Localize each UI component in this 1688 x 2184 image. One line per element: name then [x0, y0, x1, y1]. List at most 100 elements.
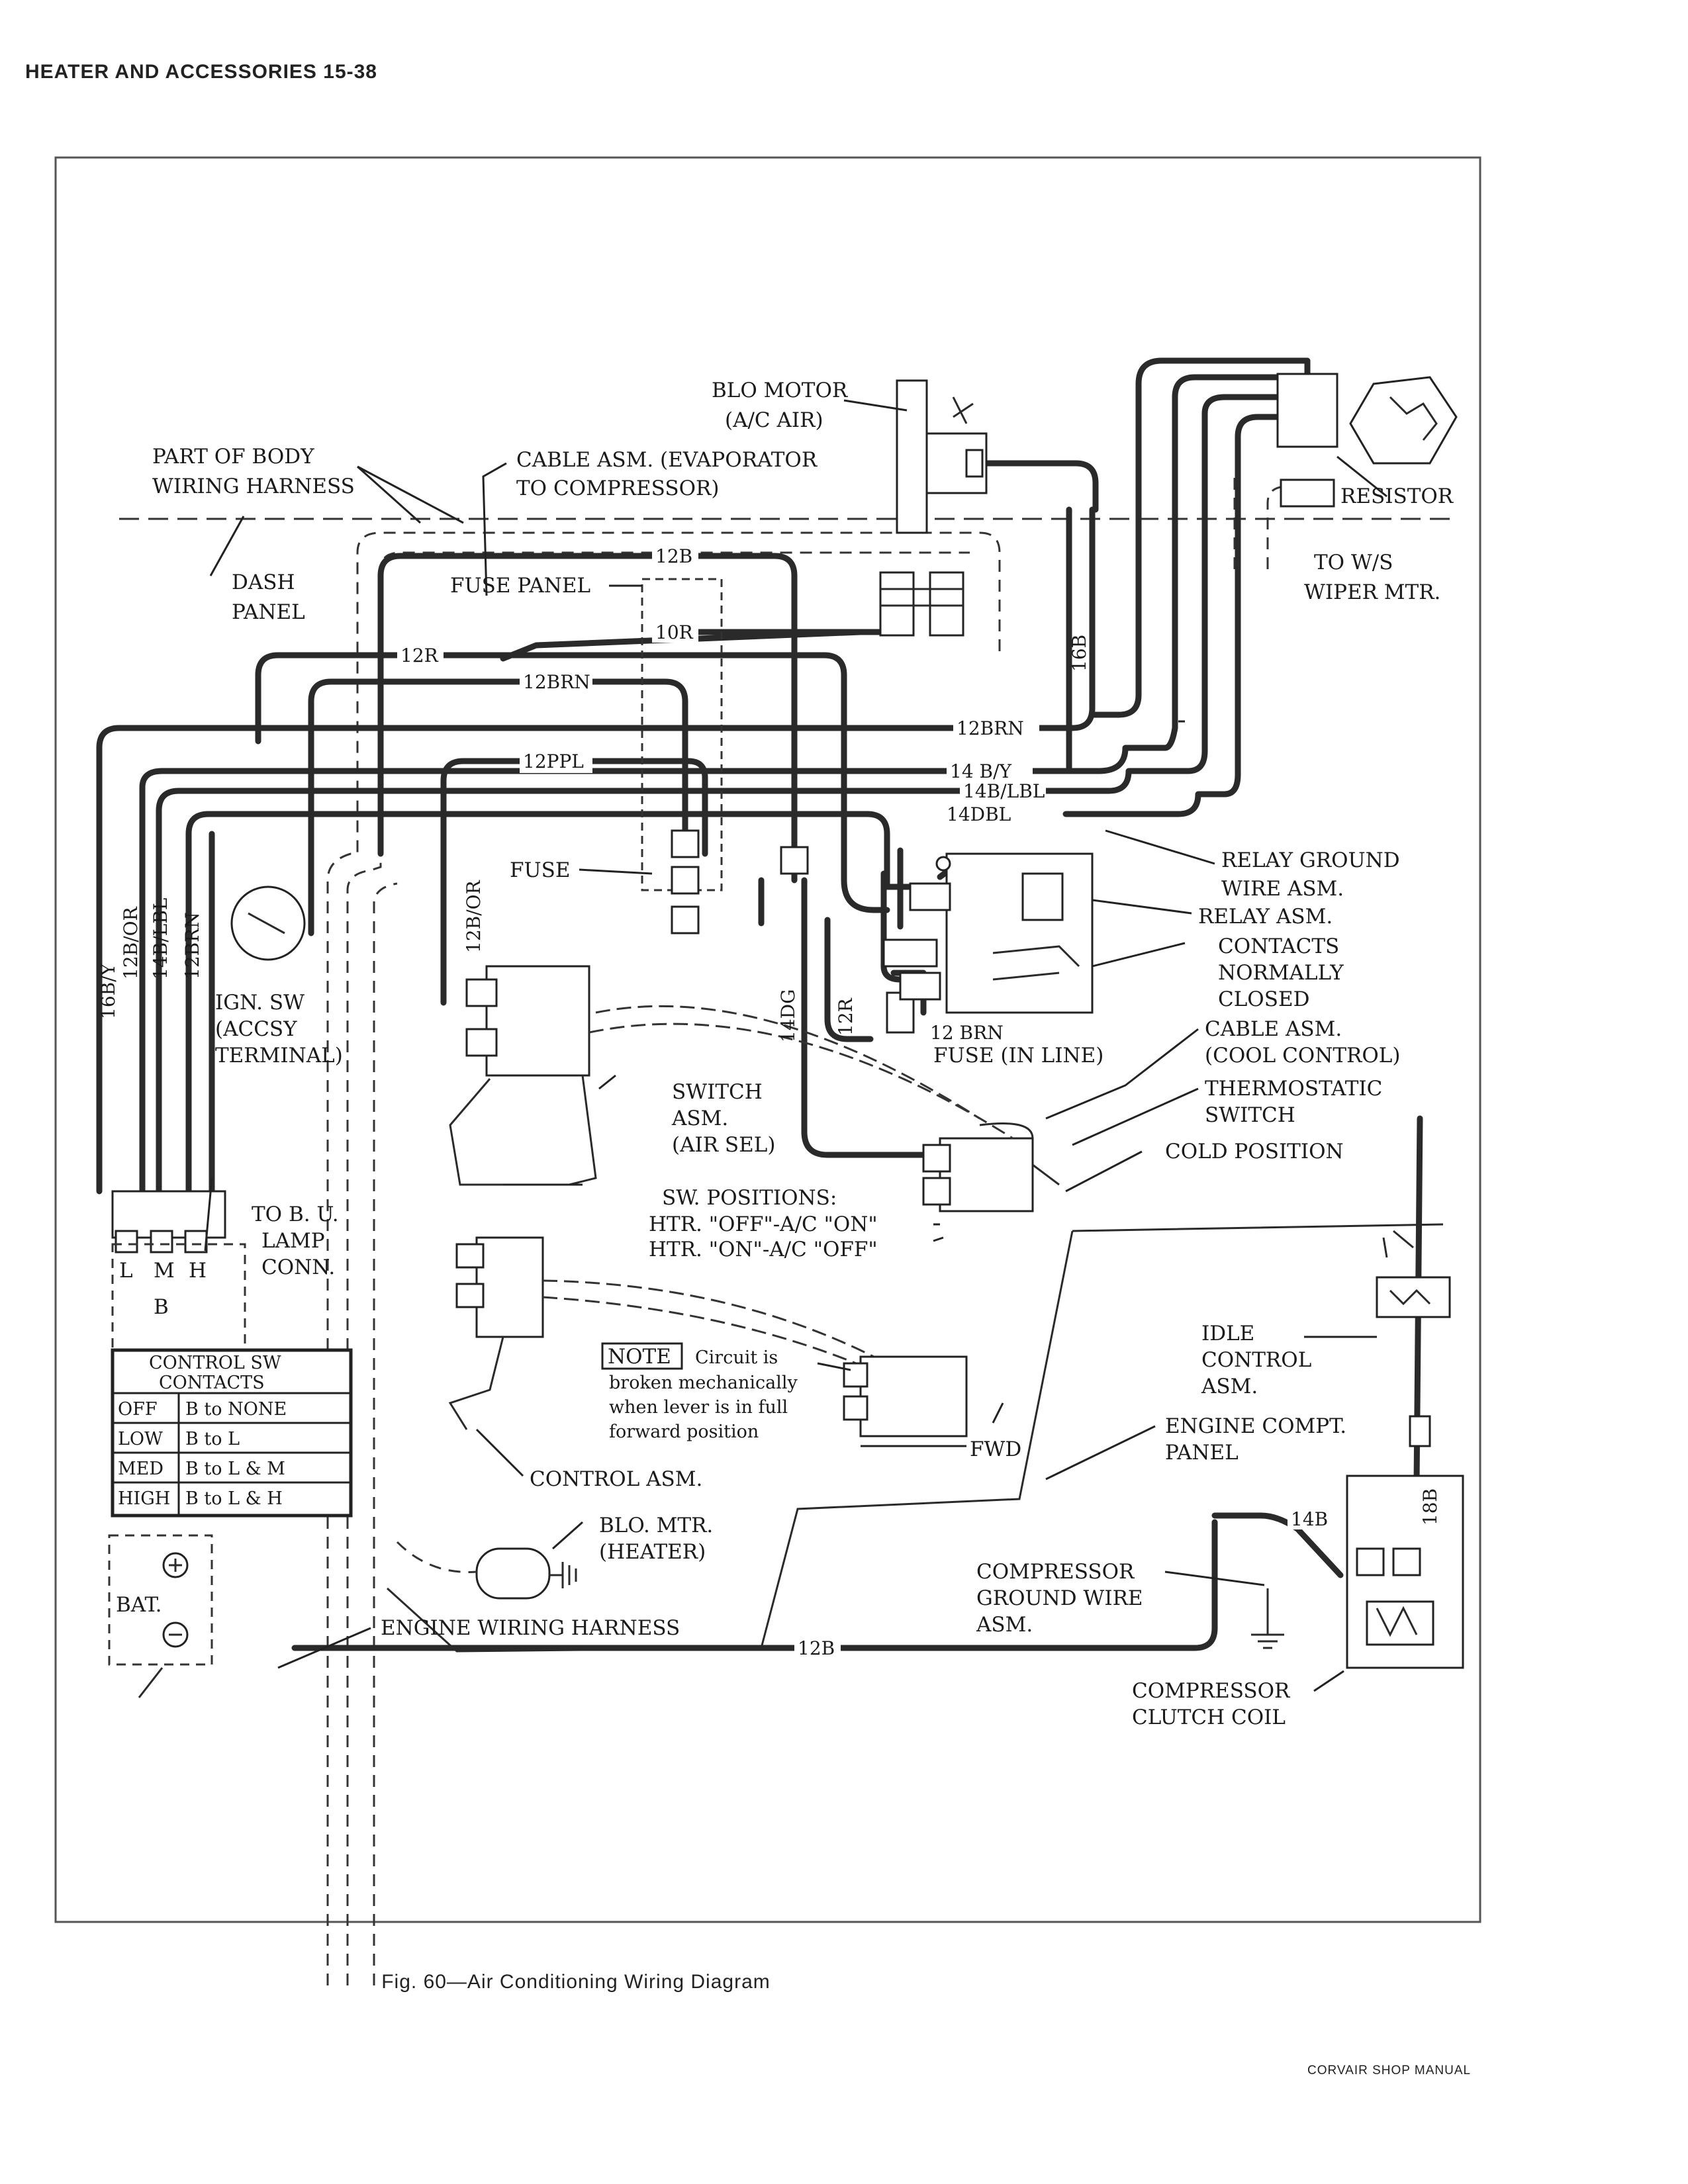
label-contacts-1: CONTACTS — [1218, 934, 1339, 958]
label-note: NOTE — [608, 1345, 671, 1369]
wire-12ppl: 12PPL — [523, 751, 584, 772]
label-switch-term-h: H — [189, 1259, 207, 1283]
thermostatic-switch — [588, 1005, 1060, 1212]
label-relay-ground-1: RELAY GROUND — [1221, 848, 1400, 872]
label-bat: BAT. — [116, 1593, 162, 1617]
wire-12brn-c: 12 BRN — [930, 1022, 1004, 1044]
label-resistor: RESISTOR — [1340, 484, 1454, 508]
label-cable-evap-2: TO COMPRESSOR) — [516, 477, 719, 500]
wire-14by: 14 B/Y — [950, 760, 1012, 782]
wire-14dg-v: 14DG — [777, 989, 799, 1042]
table-row-3-contacts: B to L & H — [185, 1488, 283, 1509]
control-asm-lower — [448, 1236, 888, 1430]
label-idle-control-1: IDLE — [1201, 1322, 1254, 1345]
relay-asm — [882, 852, 1094, 1014]
wire-14dbl: 14DBL — [947, 803, 1011, 825]
label-cable-cool-1: CABLE ASM. — [1205, 1017, 1342, 1041]
label-note-text-3: when lever is in full — [609, 1397, 788, 1418]
resistor — [1276, 373, 1458, 508]
table-row-2-mode: MED — [118, 1459, 164, 1479]
wire-14blbl-v: 14B/LBL — [150, 898, 171, 979]
label-fuse-in-line: FUSE (IN LINE) — [933, 1044, 1103, 1068]
label-body-harness-2: WIRING HARNESS — [152, 475, 355, 498]
control-sw-table: CONTROL SW CONTACTS OFF B to NONE LOW B … — [111, 1348, 353, 1518]
label-to-bu-3: CONN. — [261, 1255, 335, 1279]
label-switch-asm-1: SWITCH — [672, 1080, 763, 1104]
page-header: HEATER AND ACCESSORIES 15-38 — [25, 61, 377, 83]
engine-compartment-panel — [386, 1223, 1444, 1653]
label-switch-term-l: L — [119, 1259, 133, 1283]
wire-12r-v: 12R — [835, 997, 857, 1036]
label-blo-mtr-heater-2: (HEATER) — [599, 1540, 706, 1564]
label-compressor-ground-2: GROUND WIRE — [976, 1586, 1143, 1610]
label-note-text-1: Circuit is — [695, 1347, 778, 1368]
table-row-0-mode: OFF — [118, 1399, 158, 1420]
label-ign-sw-2: (ACCSY — [215, 1017, 297, 1041]
label-contacts-3: CLOSED — [1218, 987, 1309, 1011]
blo-motor-ac — [896, 379, 988, 534]
label-to-bu-2: LAMP — [261, 1229, 325, 1253]
table-row-1-contacts: B to L — [185, 1429, 240, 1449]
label-compressor-ground-1: COMPRESSOR — [976, 1560, 1135, 1584]
label-sw-positions-2: HTR. "OFF"-A/C "ON" — [649, 1212, 878, 1236]
label-idle-control-3: ASM. — [1201, 1375, 1258, 1398]
label-dash-panel-2: PANEL — [232, 600, 305, 624]
table-title-2: CONTACTS — [159, 1373, 265, 1393]
compressor-ground — [1251, 1588, 1284, 1649]
ignition-switch — [230, 886, 306, 961]
blo-mtr-heater — [396, 1541, 577, 1600]
component-labels: BLO MOTOR (A/C AIR) PART OF BODY WIRING … — [116, 379, 1454, 1729]
label-switch-asm-3: (AIR SEL) — [672, 1133, 775, 1157]
body-harness-outline — [326, 477, 1331, 1985]
wire-12brn-b: 12BRN — [957, 717, 1024, 739]
wire-12b-bottom: 12B — [798, 1637, 835, 1659]
wire-14blbl: 14B/LBL — [963, 780, 1045, 802]
wire-16b: 16B — [1068, 635, 1090, 672]
switch-asm-air-sel — [449, 965, 597, 1186]
leader-lines — [204, 399, 1387, 1692]
wire-10r: 10R — [655, 621, 694, 643]
wire-12brn-v: 12BRN — [181, 912, 203, 979]
label-ign-sw-3: TERMINAL) — [215, 1044, 343, 1068]
figure-caption: Fig. 60—Air Conditioning Wiring Diagram — [381, 1971, 771, 1993]
label-cold-position: COLD POSITION — [1165, 1140, 1344, 1163]
blower-control-switch — [111, 1190, 246, 1371]
battery — [108, 1534, 213, 1698]
label-thermostatic-2: SWITCH — [1205, 1103, 1295, 1127]
label-switch-term-m: M — [154, 1259, 175, 1283]
idle-control-asm — [1376, 1230, 1451, 1447]
label-control-asm: CONTROL ASM. — [530, 1467, 702, 1491]
note-box — [601, 1342, 683, 1370]
table-title-1: CONTROL SW — [149, 1353, 281, 1373]
wire-12bor-v-a: 12B/OR — [120, 906, 142, 979]
label-thermostatic-1: THERMOSTATIC — [1205, 1077, 1382, 1101]
wire-labels: 12B 10R 12R 12BRN 12BRN 16B 12PPL 14 B/Y… — [97, 543, 1441, 1660]
label-blo-motor-ac-2: (A/C AIR) — [725, 408, 823, 432]
label-fwd: FWD — [970, 1437, 1021, 1461]
figure-frame — [54, 156, 1481, 1923]
label-relay-ground-2: WIRE ASM. — [1221, 877, 1344, 901]
table-row-1-mode: LOW — [118, 1429, 163, 1449]
label-fuse-panel: FUSE PANEL — [450, 574, 590, 598]
label-engine-compt-2: PANEL — [1165, 1441, 1239, 1465]
wire-12b-top: 12B — [655, 545, 692, 567]
label-body-harness-1: PART OF BODY — [152, 445, 314, 469]
wire-18b-v: 18B — [1419, 1488, 1441, 1525]
compressor-clutch-coil — [1346, 1475, 1464, 1669]
wiring-harness — [96, 357, 1423, 1651]
table-row-0-contacts: B to NONE — [185, 1399, 287, 1420]
label-ign-sw-1: IGN. SW — [215, 991, 305, 1015]
label-engine-harness: ENGINE WIRING HARNESS — [381, 1616, 680, 1640]
label-note-text-4: forward position — [609, 1422, 759, 1442]
wire-16by-v: 16B/Y — [97, 963, 119, 1019]
wire-12bor-v-b: 12B/OR — [463, 880, 485, 953]
table-row-2-contacts: B to L & M — [185, 1459, 285, 1479]
wire-12r: 12R — [400, 645, 439, 666]
wire-14b: 14B — [1291, 1508, 1328, 1530]
table-row-3-mode: HIGH — [118, 1488, 170, 1509]
label-dash-panel-1: DASH — [232, 570, 295, 594]
thermo-switch-lower — [843, 1355, 968, 1447]
page-footer: CORVAIR SHOP MANUAL — [1307, 2064, 1472, 2077]
label-idle-control-2: CONTROL — [1201, 1348, 1311, 1372]
